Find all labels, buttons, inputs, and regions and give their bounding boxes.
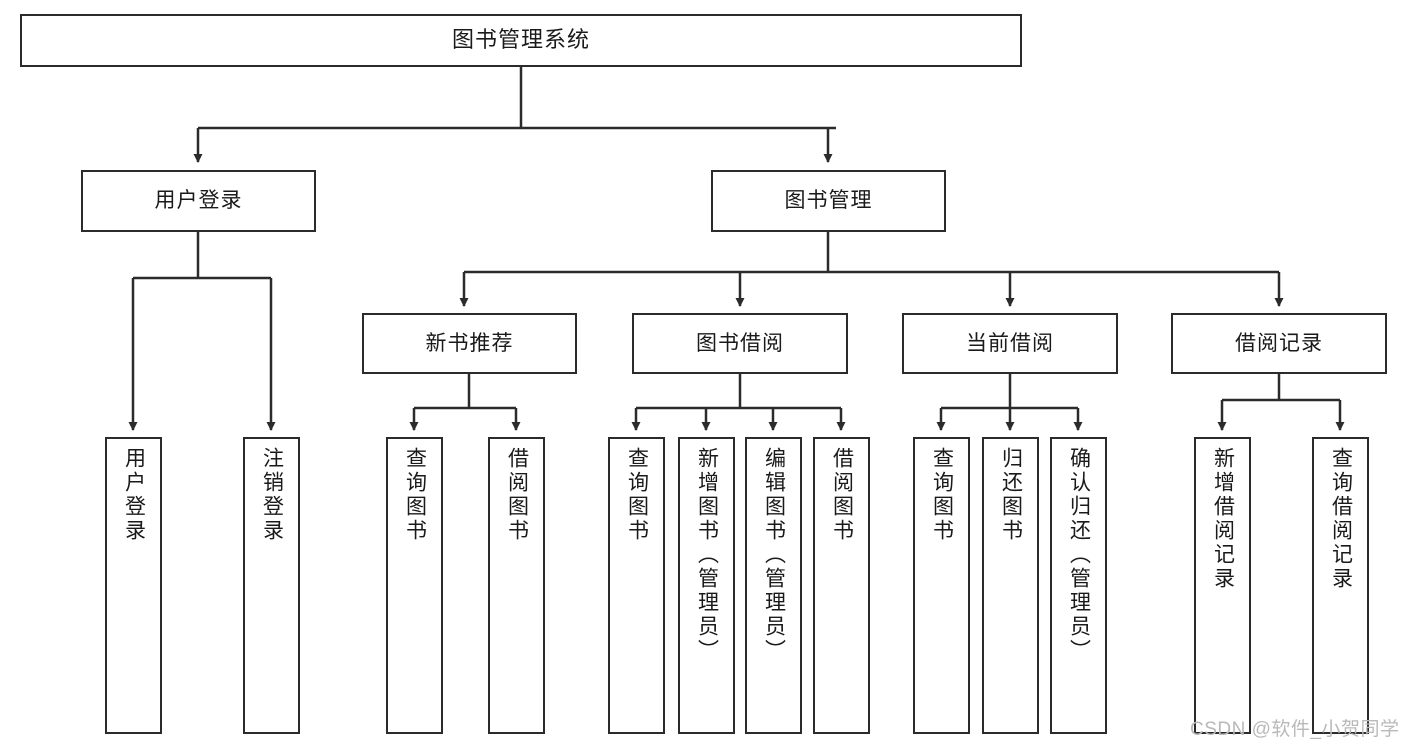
node-label: 归还图书 — [999, 447, 1023, 543]
leaf-borrow-book-2[interactable]: 借阅图书 — [813, 437, 870, 734]
leaf-query-book-1[interactable]: 查询图书 — [386, 437, 443, 734]
node-label: 用户登录 — [154, 189, 243, 213]
leaf-query-record[interactable]: 查询借阅记录 — [1312, 437, 1369, 734]
node-label: 查询借阅记录 — [1329, 447, 1353, 591]
node-label: 图书管理系统 — [451, 27, 590, 53]
node-label: 编辑图书（管理员） — [762, 447, 786, 663]
csdn-watermark: CSDN @软件_小贺同学 — [1190, 719, 1400, 740]
leaf-borrow-book-1[interactable]: 借阅图书 — [488, 437, 545, 734]
node-label: 借阅图书 — [830, 447, 854, 543]
node-label: 借阅图书 — [505, 447, 529, 543]
leaf-add-record[interactable]: 新增借阅记录 — [1194, 437, 1251, 734]
leaf-edit-book[interactable]: 编辑图书（管理员） — [745, 437, 802, 734]
node-book-borrow[interactable]: 图书借阅 — [632, 313, 848, 374]
node-label: 注销登录 — [260, 447, 284, 543]
node-label: 图书管理 — [784, 189, 873, 213]
node-label: 查询图书 — [403, 447, 427, 543]
node-label: 新增借阅记录 — [1211, 447, 1235, 591]
node-user-login[interactable]: 用户登录 — [81, 170, 316, 232]
node-label: 借阅记录 — [1235, 331, 1323, 355]
leaf-confirm-return[interactable]: 确认归还（管理员） — [1050, 437, 1107, 734]
node-borrow-record[interactable]: 借阅记录 — [1171, 313, 1387, 374]
node-new-book-recommend[interactable]: 新书推荐 — [362, 313, 577, 374]
node-label: 图书借阅 — [696, 331, 784, 355]
node-book-manage[interactable]: 图书管理 — [711, 170, 946, 232]
node-label: 当前借阅 — [966, 331, 1054, 355]
leaf-query-book-2[interactable]: 查询图书 — [608, 437, 665, 734]
node-label: 新书推荐 — [425, 331, 514, 355]
leaf-logout-login[interactable]: 注销登录 — [243, 437, 300, 734]
leaf-add-book[interactable]: 新增图书（管理员） — [678, 437, 735, 734]
node-book-management-system[interactable]: 图书管理系统 — [20, 14, 1022, 67]
leaf-query-book-3[interactable]: 查询图书 — [913, 437, 970, 734]
leaf-user-login[interactable]: 用户登录 — [105, 437, 162, 734]
leaf-return-book[interactable]: 归还图书 — [982, 437, 1039, 734]
node-label: 新增图书（管理员） — [695, 447, 719, 663]
node-label: 查询图书 — [930, 447, 954, 543]
node-label: 查询图书 — [625, 447, 649, 543]
node-label: 用户登录 — [122, 447, 146, 543]
node-current-borrow[interactable]: 当前借阅 — [902, 313, 1118, 374]
node-label: 确认归还（管理员） — [1067, 447, 1091, 663]
